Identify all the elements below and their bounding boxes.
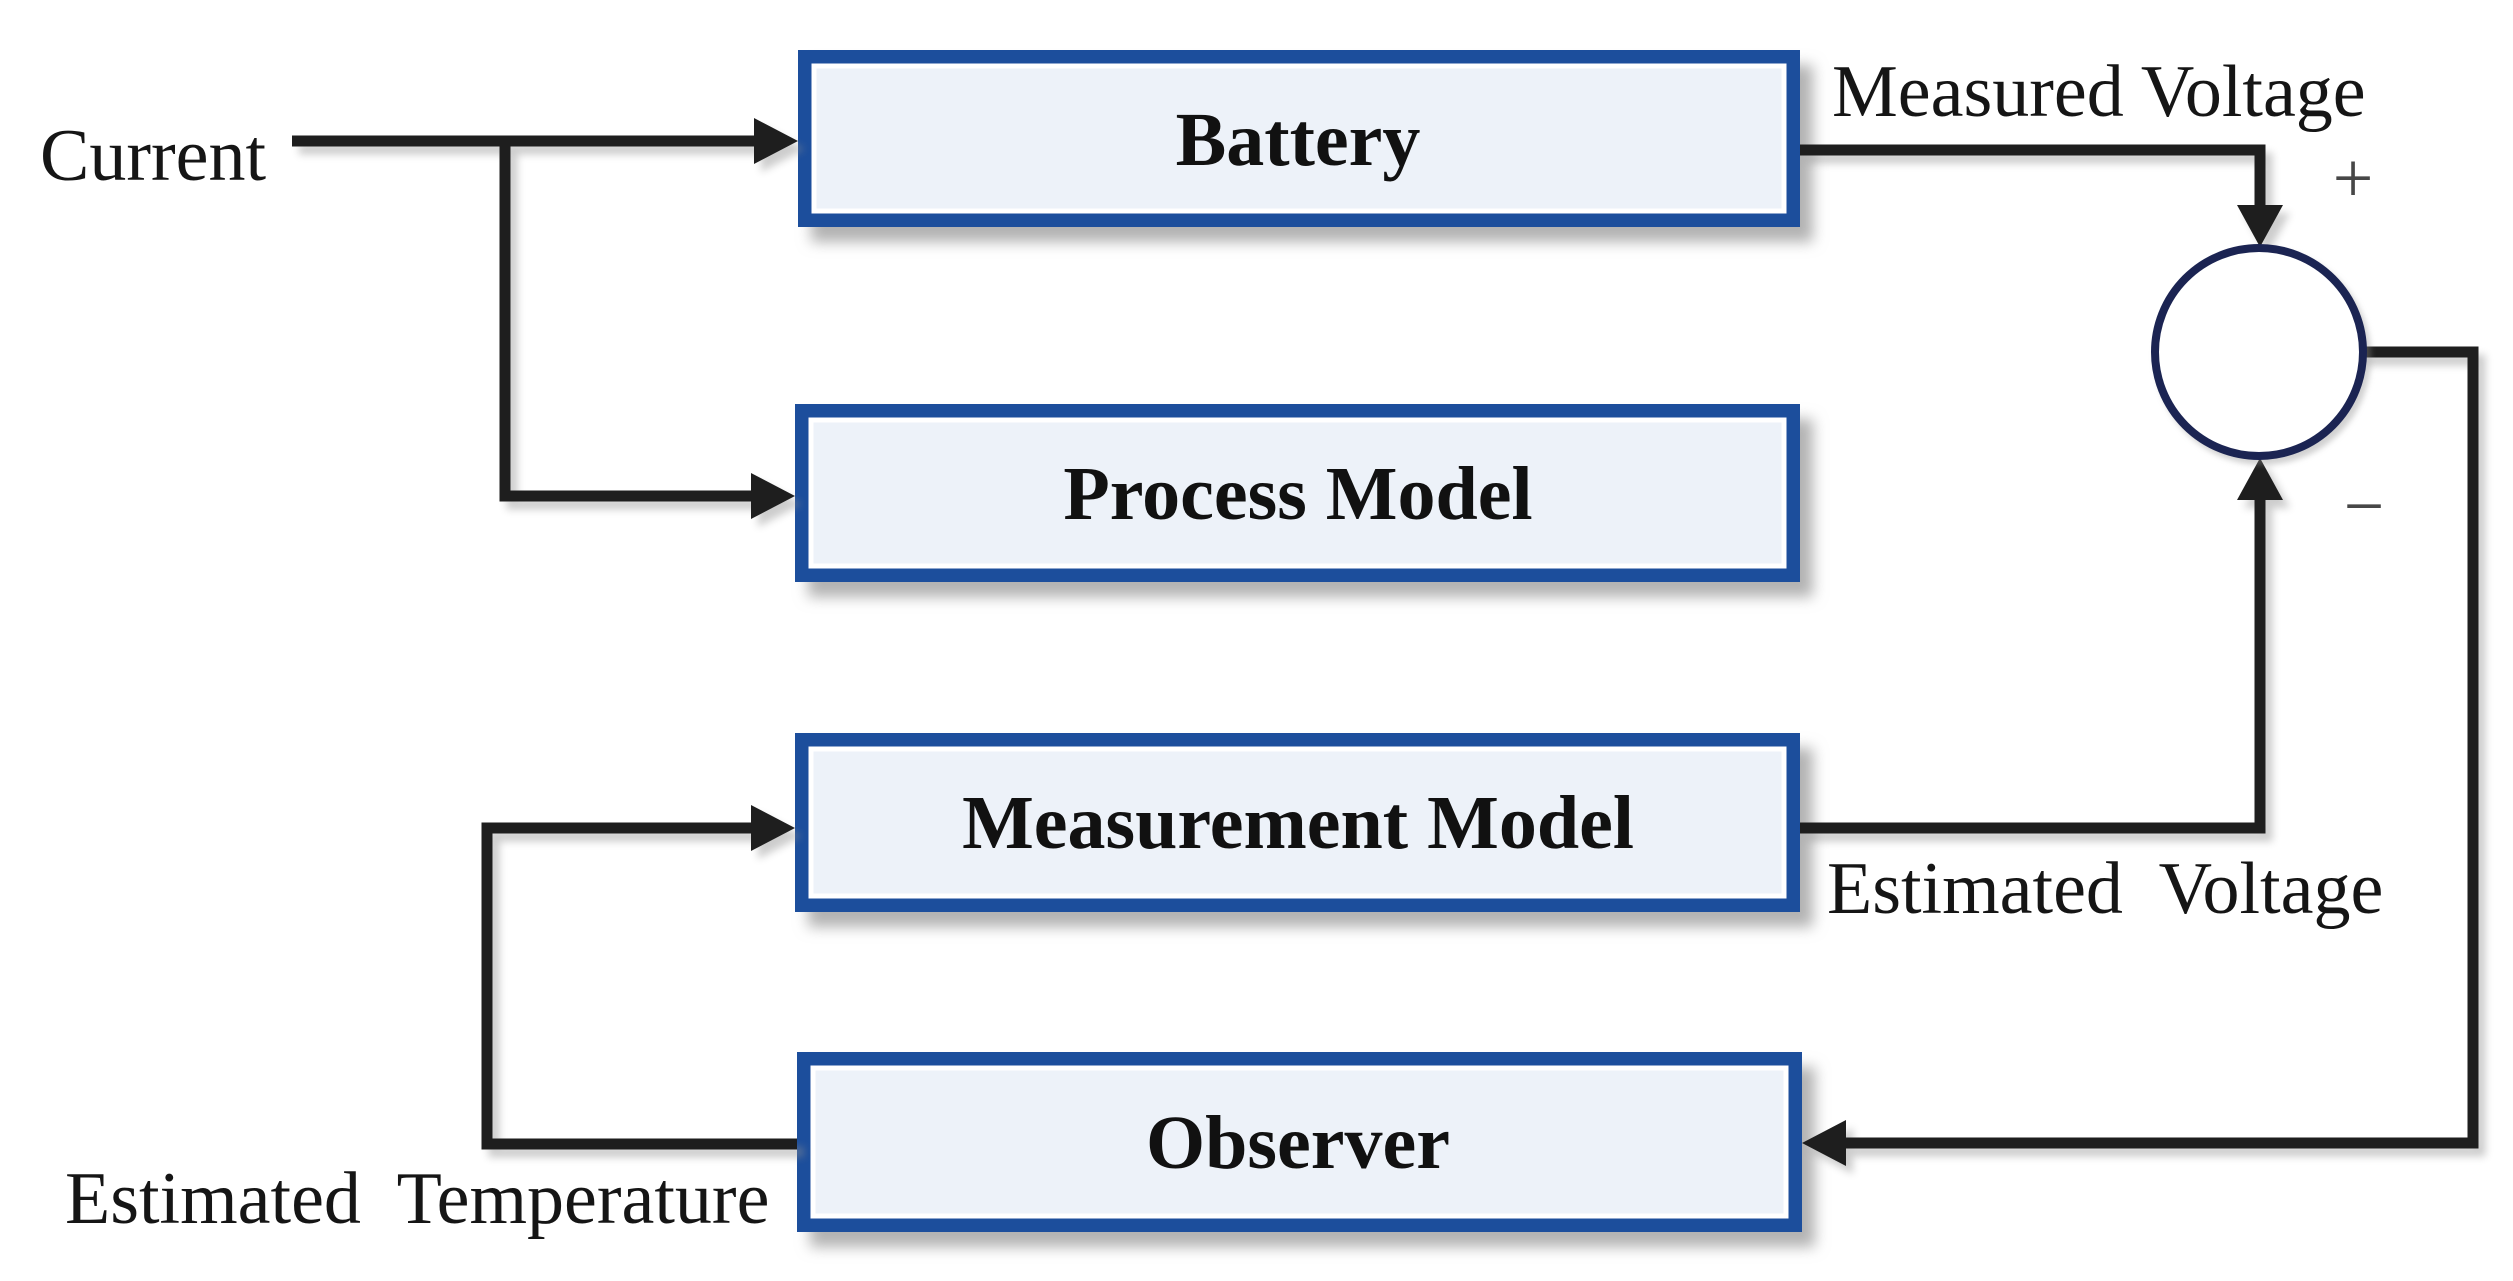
minus-sign-label: − bbox=[2344, 466, 2385, 546]
estimated-voltage-signal-label: Estimated Voltage bbox=[1827, 848, 2383, 930]
measurement-model-label: Measurement Model bbox=[962, 781, 1634, 865]
process-model-arrowhead-icon bbox=[751, 473, 795, 519]
process-model-label: Process Model bbox=[1063, 452, 1532, 536]
current-arrowhead-icon bbox=[754, 118, 798, 164]
connectors bbox=[292, 118, 2479, 1166]
process-model-box bbox=[795, 404, 1800, 582]
observer-box bbox=[797, 1052, 1802, 1232]
block-process-model: Process Model bbox=[795, 404, 1800, 582]
plus-sign-label: + bbox=[2333, 138, 2374, 218]
estimated-voltage-wire bbox=[1800, 498, 2266, 834]
summing-junction-circle bbox=[2151, 244, 2367, 460]
observer-arrowhead-icon bbox=[1802, 1120, 1846, 1166]
block-battery: Battery bbox=[798, 50, 1800, 227]
sum-minus-arrowhead-icon bbox=[2237, 458, 2283, 500]
estimated-temperature-wire bbox=[481, 822, 797, 1150]
block-observer: Observer bbox=[797, 1052, 1802, 1232]
measurement-model-arrowhead-icon bbox=[751, 805, 795, 851]
error-feedback-wire bbox=[1842, 346, 2479, 1149]
battery-label: Battery bbox=[1176, 98, 1421, 182]
measurement-model-box-inner-line bbox=[808, 746, 1787, 899]
signal-labels: Current Measured Voltage + − Estimated V… bbox=[40, 51, 2384, 1240]
observer-box-inner-line bbox=[810, 1065, 1789, 1219]
measured-voltage-wire bbox=[1800, 144, 2266, 208]
battery-box bbox=[798, 50, 1800, 227]
current-signal-label: Current bbox=[40, 115, 266, 197]
observer-label: Observer bbox=[1146, 1101, 1450, 1185]
measured-voltage-signal-label: Measured Voltage bbox=[1832, 51, 2366, 133]
sum-plus-arrowhead-icon bbox=[2237, 205, 2283, 247]
current-branch-wire bbox=[499, 141, 755, 502]
battery-box-inner-line bbox=[811, 63, 1787, 214]
estimated-temperature-signal-label: Estimated Temperature bbox=[65, 1158, 769, 1240]
measurement-model-box bbox=[795, 733, 1800, 912]
blocks: Battery Process Model Measurement Model … bbox=[795, 50, 1802, 1232]
block-measurement-model: Measurement Model bbox=[795, 733, 1800, 912]
process-model-box-inner-line bbox=[808, 417, 1787, 569]
